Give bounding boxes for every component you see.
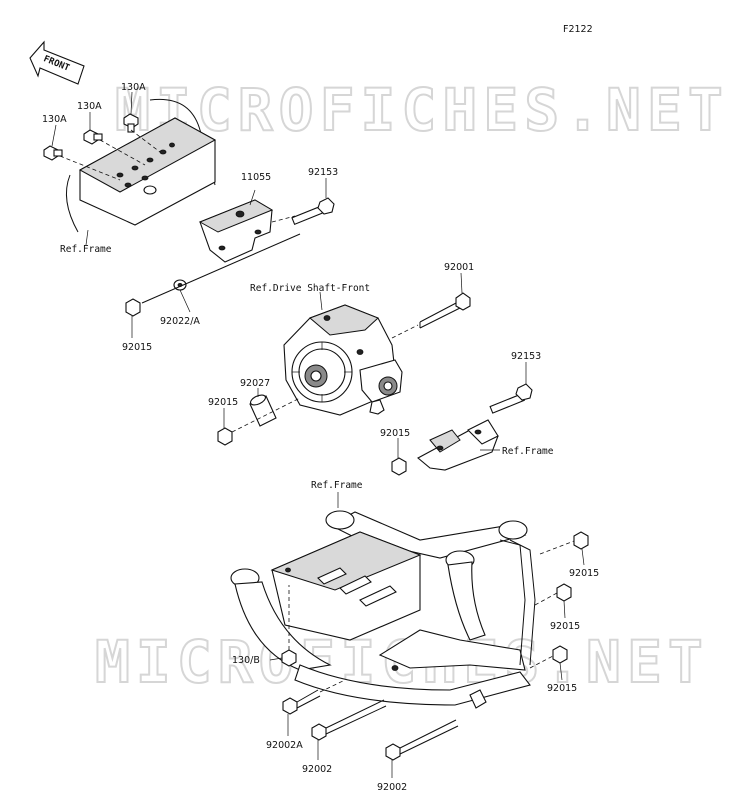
bolt-92153-top [271,178,335,226]
label-130B: 130/B [232,655,260,666]
nut-92015-top [125,298,141,338]
label-92153-mid: 92153 [511,351,541,362]
label-ref-drive-shaft: Ref.Drive Shaft-Front [250,283,370,294]
nut-92015-r2 [556,583,572,619]
label-92027: 92027 [240,378,270,389]
bolt-92002-right [385,719,459,778]
label-11055: 11055 [241,172,271,183]
bolt-92002A [282,689,321,736]
label-130A-right: 130A [121,82,146,93]
watermark-top: MICROFICHES.NET [115,76,729,144]
label-92015-left: 92015 [208,397,238,408]
label-92002A: 92002A [266,740,303,751]
label-92015-r3: 92015 [547,683,577,694]
label-92015-r1: 92015 [569,568,599,579]
nut-92015-center [391,438,407,476]
bracket-11055 [198,189,274,263]
bolt-130B [269,585,297,667]
label-ref-frame-mid: Ref.Frame [502,446,554,457]
bolt-92002-mid [311,699,387,760]
nut-92015-left [217,408,233,446]
label-92001: 92001 [444,262,474,273]
collar-92027 [249,388,277,427]
nut-92015-r3 [552,645,568,681]
bolt-92153-mid [489,362,533,414]
figure-code: F2122 [563,24,593,35]
bolt-130A-right [123,113,139,133]
washer-92022A [173,279,191,313]
bolt-130A-left [43,145,63,161]
label-92002-right: 92002 [377,782,407,793]
label-92002-mid: 92002 [302,764,332,775]
frame-stub-top [65,98,217,246]
front-gear-case [283,304,403,416]
label-ref-frame-lower: Ref.Frame [311,480,363,491]
label-92153-top: 92153 [308,167,338,178]
label-92015-top: 92015 [122,342,152,353]
label-92015-center: 92015 [380,428,410,439]
label-130A-left: 130A [42,114,67,125]
bolt-92001 [391,272,471,339]
label-92015-r2: 92015 [550,621,580,632]
nut-92015-r1 [573,531,589,566]
bolt-130A-mid [83,129,103,145]
lower-frame-and-skid-plate [230,510,536,709]
bracket-mid-right [417,419,500,471]
label-92022A: 92022/A [160,316,200,327]
front-arrow-icon: FRONT [29,40,85,85]
label-130A-mid: 130A [77,101,102,112]
label-ref-frame-top: Ref.Frame [60,244,112,255]
